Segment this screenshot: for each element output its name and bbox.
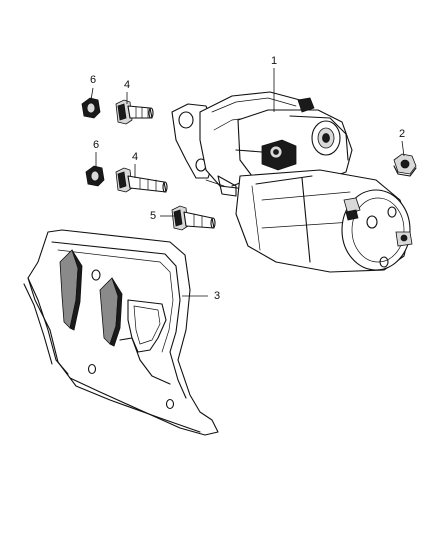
callout-4-lower: 4 [132, 151, 138, 163]
callout-4-upper: 4 [124, 79, 130, 91]
terminal-stud [297, 97, 315, 113]
heat-shield-fin [99, 277, 123, 347]
leader-6a [90, 87, 94, 101]
end-cap-bolt [366, 215, 378, 229]
starter-motor [171, 91, 413, 273]
mount-hole [165, 398, 175, 410]
callout-5: 5 [150, 210, 156, 222]
heat-shield [23, 229, 219, 436]
callout-2: 2 [399, 128, 405, 140]
mount-hole [87, 363, 97, 375]
bolt-5 [171, 205, 216, 231]
leader-lines [90, 68, 405, 297]
heat-shield-fin [59, 249, 83, 331]
callout-3: 3 [214, 290, 220, 302]
bolt-4-upper [115, 99, 154, 125]
callout-1: 1 [271, 55, 277, 67]
flange-bolt-hole [178, 111, 194, 129]
callout-6-upper: 6 [90, 74, 96, 86]
nut-6-upper [81, 97, 101, 119]
flange-nut-2 [393, 153, 417, 177]
callout-6-lower: 6 [93, 139, 99, 151]
mount-hole [91, 269, 101, 281]
callout-labels: 1 2 3 4 4 5 6 6 [90, 55, 405, 302]
nut-6-lower [85, 165, 105, 187]
bolt-4-lower [115, 167, 168, 193]
leader-2 [401, 140, 405, 157]
